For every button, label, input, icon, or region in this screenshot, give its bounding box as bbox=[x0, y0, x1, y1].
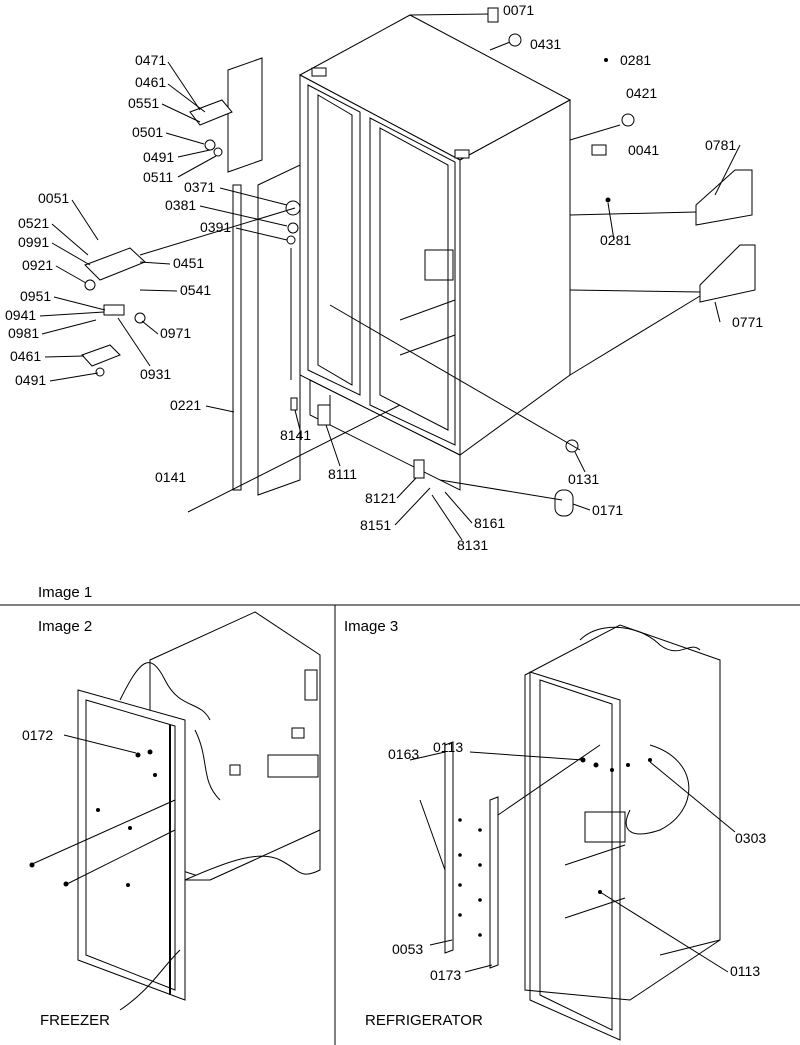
image1-caption: Image 1 bbox=[38, 584, 92, 601]
callout-0461-b: 0461 bbox=[10, 348, 41, 364]
callout-0451: 0451 bbox=[173, 255, 204, 271]
callout-0471: 0471 bbox=[135, 52, 166, 68]
image3-caption: Image 3 bbox=[344, 618, 398, 635]
callout-0041: 0041 bbox=[628, 142, 659, 158]
callout-8111: 8111 bbox=[328, 466, 357, 482]
callout-0511: 0511 bbox=[143, 169, 173, 185]
callout-0221: 0221 bbox=[170, 397, 201, 413]
callout-0281: 0281 bbox=[620, 52, 651, 68]
callout-0431: 0431 bbox=[530, 36, 561, 52]
callout-0141: 0141 bbox=[155, 469, 186, 485]
callout-0113-b: 0113 bbox=[730, 963, 760, 979]
callout-0541: 0541 bbox=[180, 282, 211, 298]
image1-callouts: 0071 0431 0281 0421 0041 0781 0281 0771 … bbox=[5, 2, 763, 553]
freezer-caption: FREEZER bbox=[40, 1012, 110, 1029]
callout-0131: 0131 bbox=[568, 471, 599, 487]
callout-0491: 0491 bbox=[143, 149, 174, 165]
callout-8161: 8161 bbox=[474, 515, 505, 531]
callout-0981: 0981 bbox=[8, 325, 39, 341]
callout-0171: 0171 bbox=[592, 502, 623, 518]
callout-0172: 0172 bbox=[22, 727, 53, 743]
callout-0521: 0521 bbox=[18, 215, 49, 231]
callout-0051: 0051 bbox=[38, 190, 69, 206]
callout-0771: 0771 bbox=[732, 314, 763, 330]
callout-0071: 0071 bbox=[503, 2, 534, 18]
callout-8131: 8131 bbox=[457, 537, 488, 553]
callout-0781: 0781 bbox=[705, 137, 736, 153]
image1-cabinet-drawing bbox=[81, 7, 756, 517]
image3-refrigerator-drawing bbox=[409, 624, 736, 1041]
callout-0501: 0501 bbox=[132, 124, 163, 140]
callout-0941: 0941 bbox=[5, 307, 36, 323]
callout-0163: 0163 bbox=[388, 746, 419, 762]
callout-0381: 0381 bbox=[165, 197, 196, 213]
callout-0391: 0391 bbox=[200, 219, 231, 235]
image2-caption: Image 2 bbox=[38, 618, 92, 635]
callout-0421: 0421 bbox=[626, 85, 657, 101]
callout-0113: 0113 bbox=[433, 739, 463, 755]
callout-0173: 0173 bbox=[430, 967, 461, 983]
callout-8141: 8141 bbox=[280, 427, 311, 443]
callout-0371: 0371 bbox=[184, 179, 215, 195]
callout-0921: 0921 bbox=[22, 257, 53, 273]
callout-8151: 8151 bbox=[360, 517, 391, 533]
refrigerator-caption: REFRIGERATOR bbox=[365, 1012, 483, 1029]
callout-0491-b: 0491 bbox=[15, 372, 46, 388]
callout-0551: 0551 bbox=[128, 95, 159, 111]
image2-freezer-drawing bbox=[29, 611, 321, 1011]
callout-0951: 0951 bbox=[20, 288, 51, 304]
callout-0931: 0931 bbox=[140, 366, 171, 382]
callout-0971: 0971 bbox=[160, 325, 191, 341]
callout-0991: 0991 bbox=[18, 234, 49, 250]
image1-leader-lines bbox=[39, 61, 741, 541]
callout-0281-b: 0281 bbox=[600, 232, 631, 248]
callout-0461: 0461 bbox=[135, 74, 166, 90]
callout-8121: 8121 bbox=[365, 490, 396, 506]
callout-0053: 0053 bbox=[392, 941, 423, 957]
callout-0303: 0303 bbox=[735, 830, 766, 846]
